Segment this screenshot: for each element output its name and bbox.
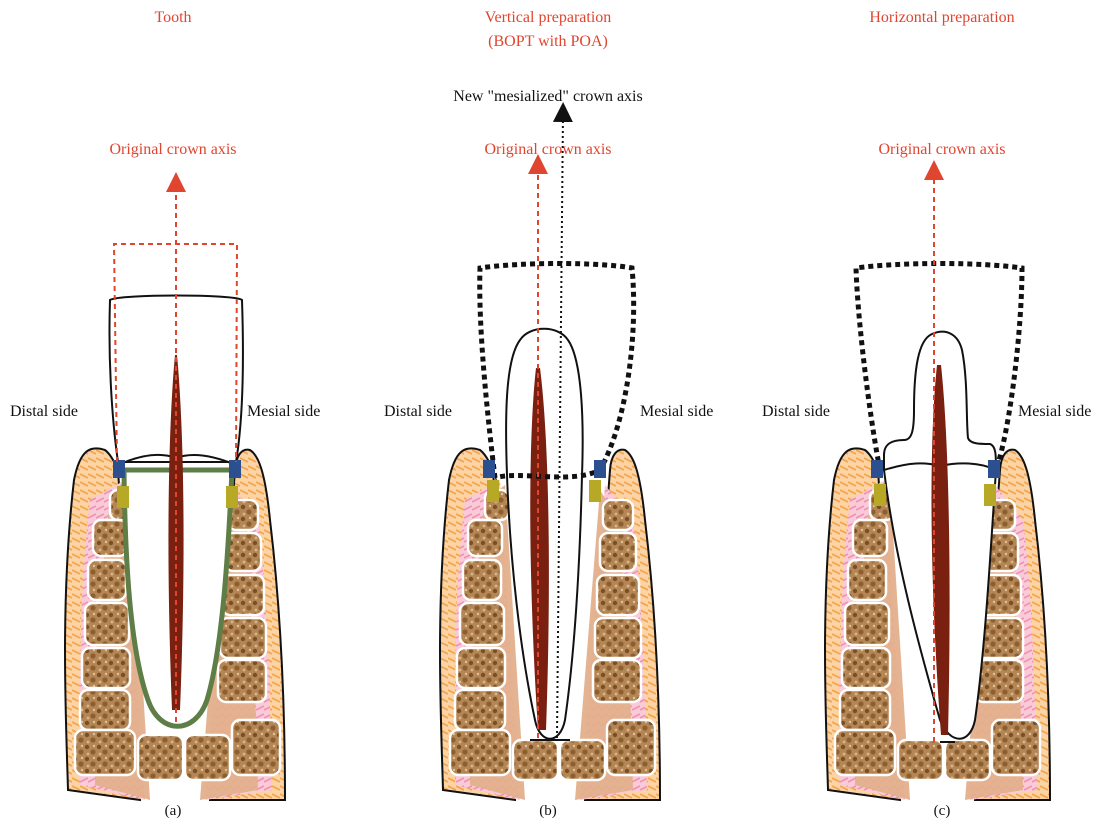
panel-b-attachment-distal bbox=[487, 480, 499, 502]
panel-b-attachment-mesial bbox=[589, 480, 601, 502]
panel-a-distal-label: Distal side bbox=[10, 403, 78, 420]
panel-b-caption: (b) bbox=[539, 803, 557, 819]
panel-a-contact-distal bbox=[113, 460, 125, 478]
panel-b-title: Vertical preparation bbox=[485, 9, 612, 26]
panel-c-distal-label: Distal side bbox=[762, 403, 830, 420]
panel-c-attachment-mesial bbox=[984, 484, 996, 506]
panel-b-axis-label: Original crown axis bbox=[484, 141, 611, 158]
panel-c: Horizontal preparation Original crown ax… bbox=[762, 9, 1091, 819]
panel-b: Vertical preparation (BOPT with POA) New… bbox=[384, 9, 713, 819]
panel-c-axis-label: Original crown axis bbox=[878, 141, 1005, 158]
panel-b-new-axis-label: New "mesialized" crown axis bbox=[453, 88, 642, 105]
panel-a-attachment-distal bbox=[117, 486, 129, 508]
panel-a-axis-label: Original crown axis bbox=[109, 141, 236, 158]
panel-c-contact-distal bbox=[871, 460, 883, 478]
panel-c-mesial-label: Mesial side bbox=[1018, 403, 1091, 420]
panel-b-contact-distal bbox=[483, 460, 495, 478]
panel-c-contact-mesial bbox=[988, 460, 1000, 478]
panel-a-mesial-label: Mesial side bbox=[247, 403, 320, 420]
panel-a-caption: (a) bbox=[165, 803, 182, 819]
panel-b-distal-label: Distal side bbox=[384, 403, 452, 420]
panel-a-title: Tooth bbox=[154, 9, 191, 26]
panel-a: Tooth Original crown axis bbox=[10, 9, 320, 819]
panel-a-attachment-mesial bbox=[226, 486, 238, 508]
panel-b-contact-mesial bbox=[594, 460, 606, 478]
panel-b-subtitle: (BOPT with POA) bbox=[488, 33, 608, 50]
panel-c-attachment-distal bbox=[874, 484, 886, 506]
panel-c-caption: (c) bbox=[934, 803, 951, 819]
panel-c-title: Horizontal preparation bbox=[869, 9, 1014, 26]
panel-b-mesial-label: Mesial side bbox=[640, 403, 713, 420]
panel-a-contact-mesial bbox=[229, 460, 241, 478]
